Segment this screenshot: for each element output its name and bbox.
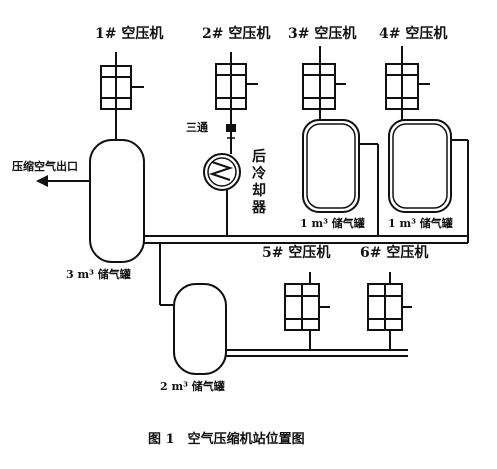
label-compressor-3: 3# 空压机 bbox=[288, 25, 356, 42]
figure-caption: 图 1 空气压缩机站位置图 bbox=[148, 431, 305, 447]
compressor-3 bbox=[302, 63, 346, 110]
label-tank-1m3-a: 1 m³ 储气罐 bbox=[300, 216, 365, 230]
aftercooler-char-1: 后 bbox=[252, 148, 266, 165]
label-tank-1m3-b: 1 m³ 储气罐 bbox=[388, 216, 453, 230]
aftercooler-char-3: 却 bbox=[252, 182, 266, 199]
aftercooler-char-4: 器 bbox=[251, 200, 267, 216]
compressor-2 bbox=[215, 63, 258, 110]
compressor-1 bbox=[100, 65, 144, 110]
compressor-5 bbox=[284, 283, 330, 331]
label-compressor-1: 1# 空压机 bbox=[95, 25, 163, 42]
label-tank-2m3: 2 m³ 储气罐 bbox=[160, 379, 225, 393]
compressor-4 bbox=[385, 63, 430, 110]
aftercooler-char-2: 冷 bbox=[252, 165, 266, 182]
label-compressor-6: 6# 空压机 bbox=[360, 244, 428, 261]
tank-1m3-b bbox=[388, 119, 452, 213]
label-compressor-5: 5# 空压机 bbox=[262, 244, 330, 261]
piping bbox=[36, 46, 469, 357]
compressor-6 bbox=[367, 283, 412, 331]
label-compressor-4: 4# 空压机 bbox=[379, 25, 447, 42]
aftercooler bbox=[203, 153, 241, 191]
label-three-way: 三通 bbox=[186, 121, 208, 134]
tank-1m3-a bbox=[302, 119, 360, 213]
label-tank-3m3: 3 m³ 储气罐 bbox=[66, 267, 131, 281]
tank-3m3 bbox=[89, 139, 145, 263]
tank-2m3 bbox=[173, 283, 227, 375]
label-compressor-2: 2# 空压机 bbox=[202, 25, 270, 42]
label-aftercooler: 后 冷 却 器 bbox=[251, 148, 267, 216]
label-outlet: 压缩空气出口 bbox=[12, 159, 78, 173]
